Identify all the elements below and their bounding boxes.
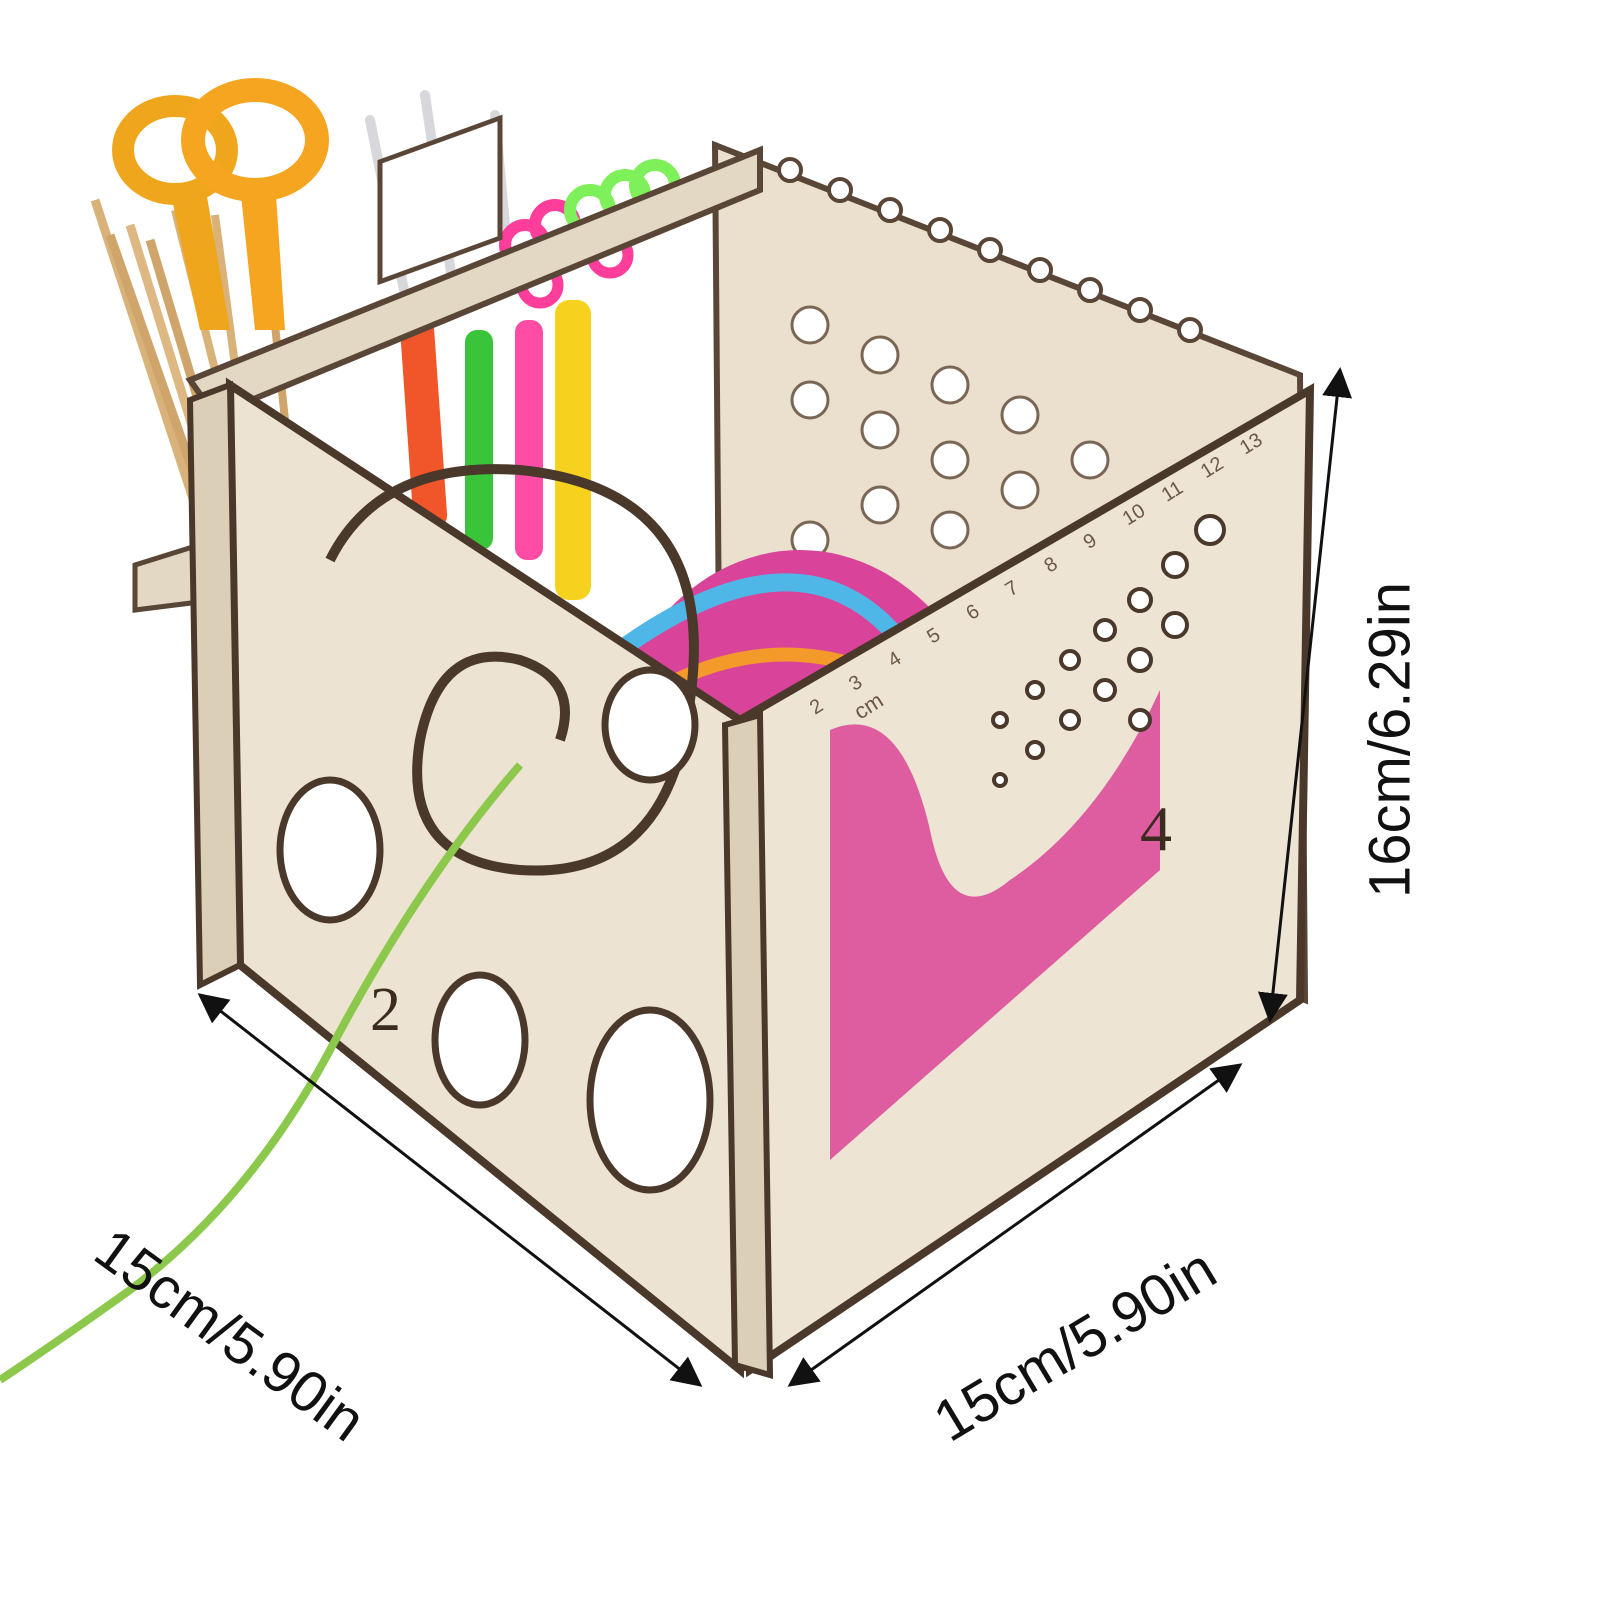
arrow-height	[1257, 367, 1353, 1023]
panel-number-left: 2	[370, 976, 401, 1044]
dimension-height: 16cm/6.29in	[1357, 582, 1423, 898]
arrow-width-left	[197, 993, 703, 1387]
dimension-arrows	[197, 367, 1353, 1387]
arrow-width-right	[787, 1063, 1243, 1387]
panel-number-right: 4	[1140, 793, 1172, 864]
scissors	[112, 78, 329, 330]
